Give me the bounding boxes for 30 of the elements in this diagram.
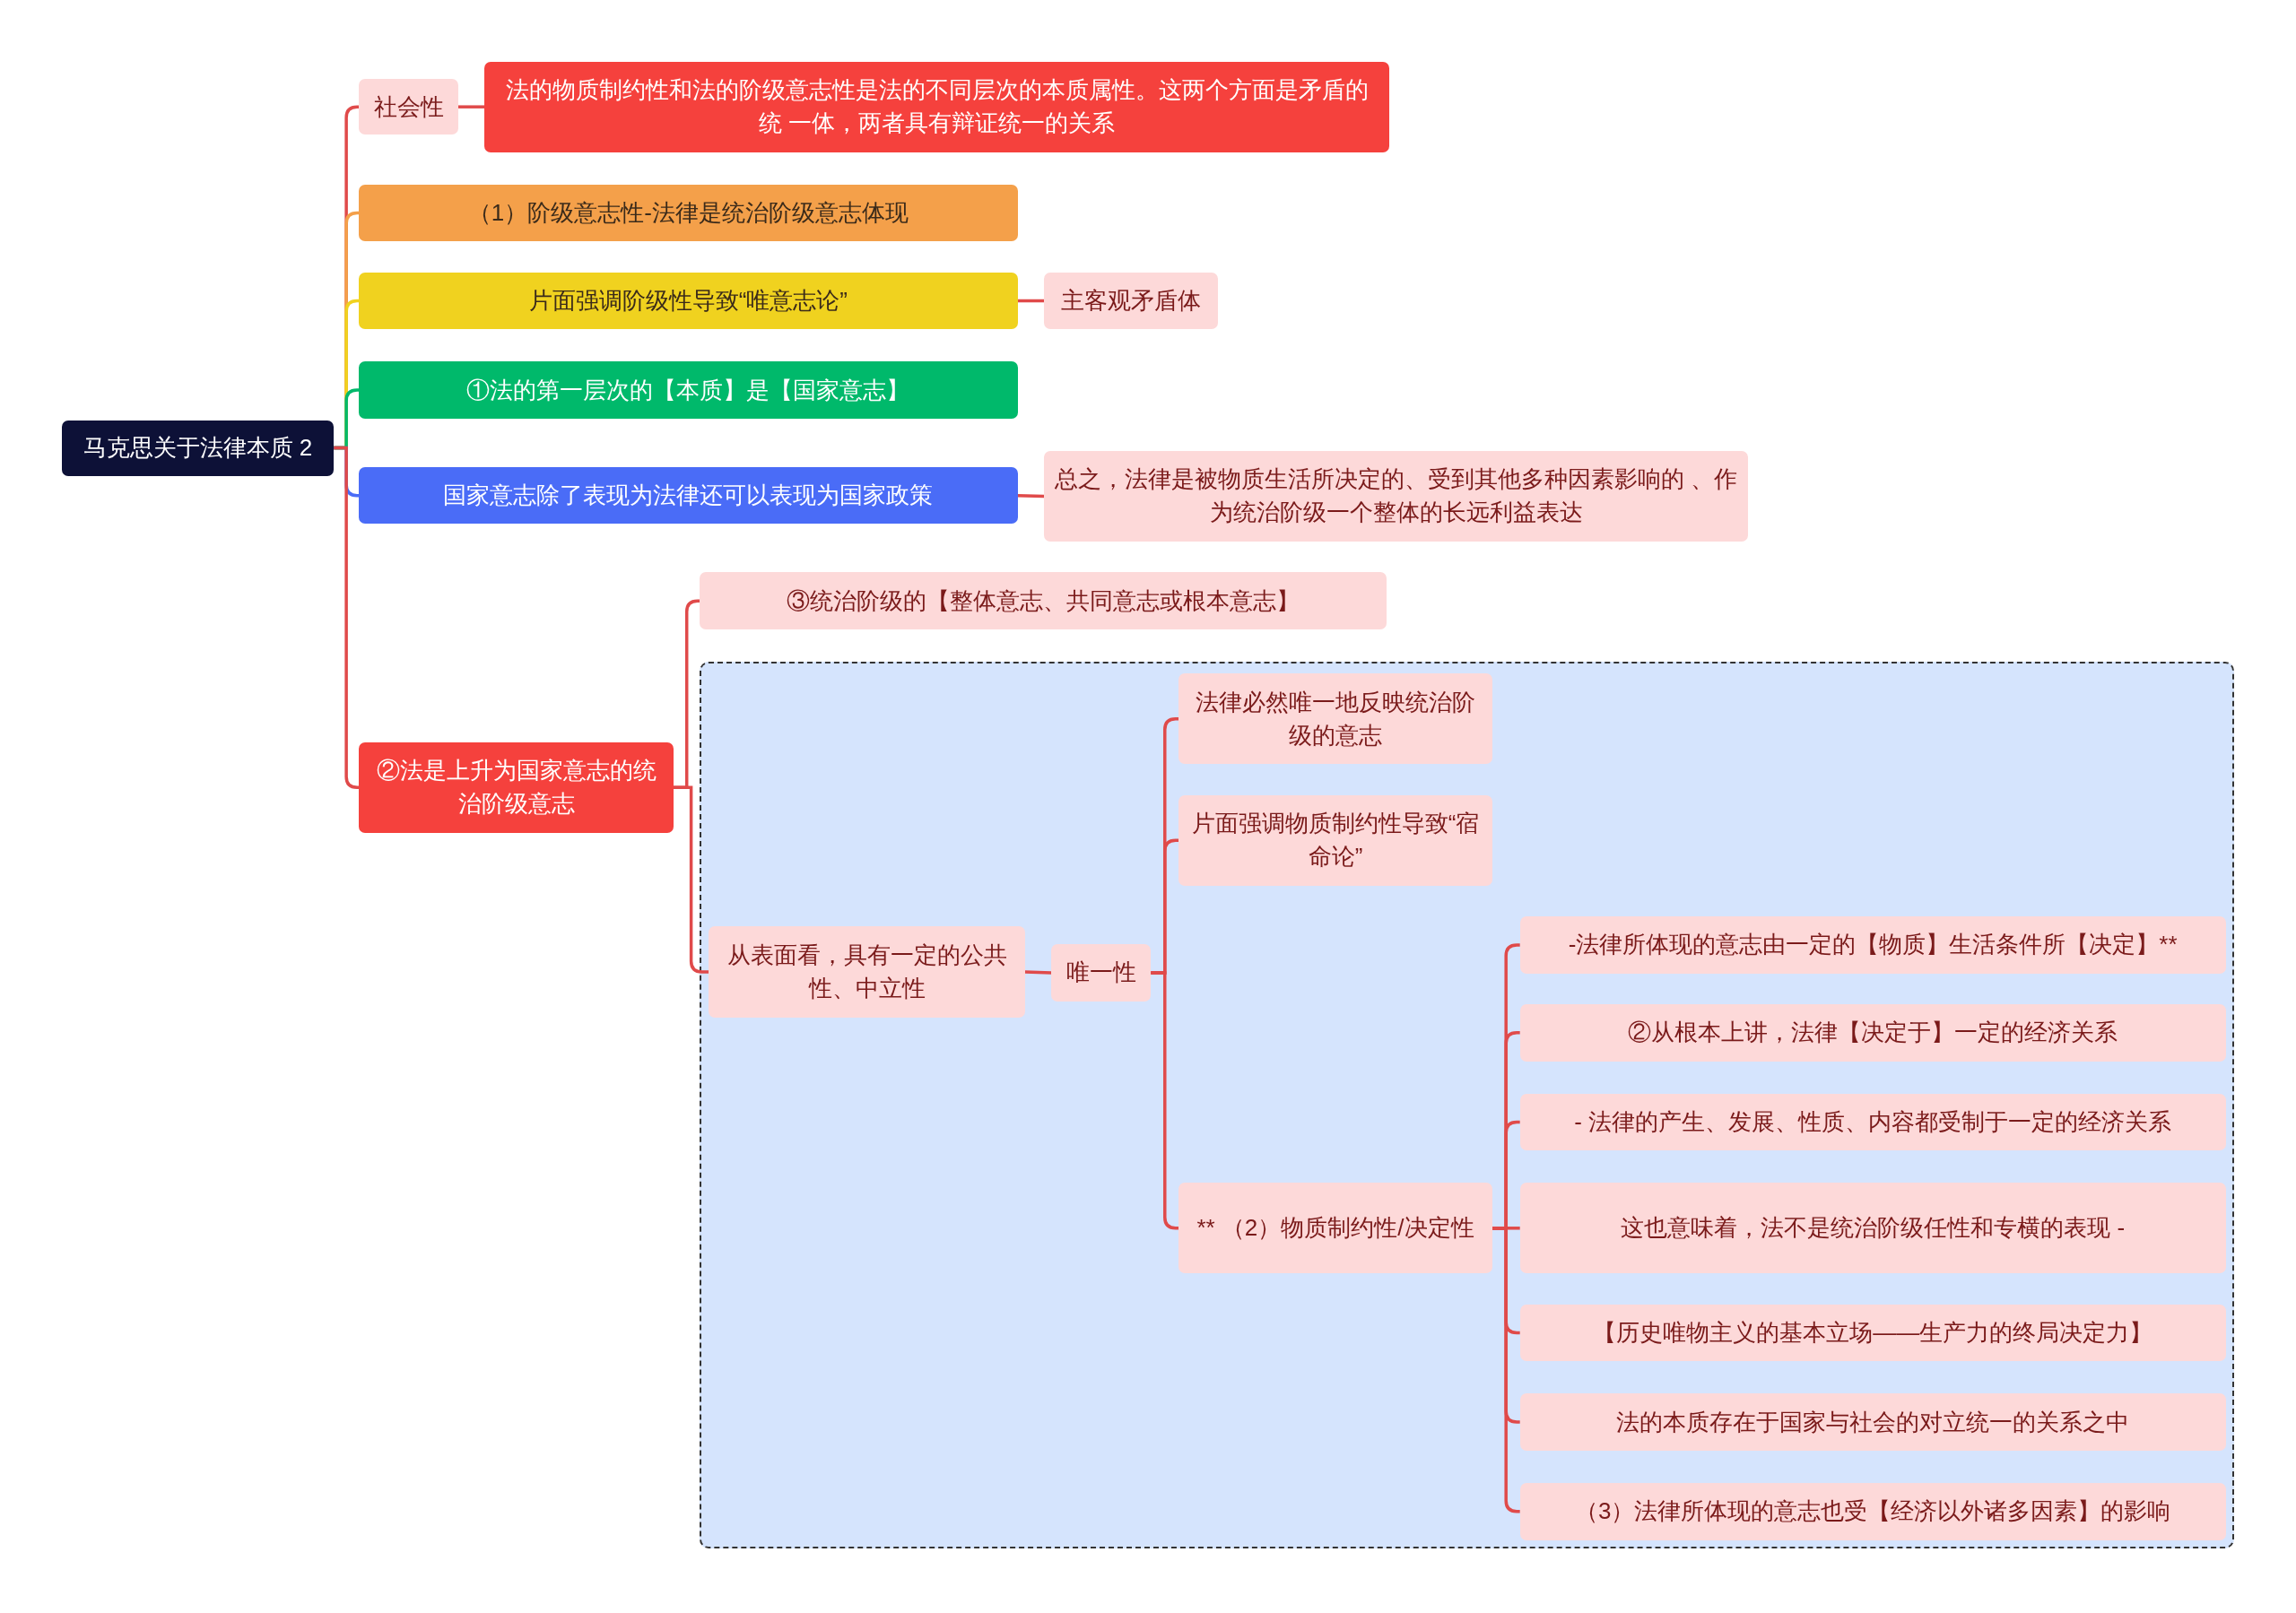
connector-line <box>674 785 709 974</box>
topic-box: 法的本质存在于国家与社会的对立统一的关系之中 <box>1519 1393 2226 1451</box>
connector-line <box>1017 493 1045 499</box>
topic-box: ②从根本上讲，法律【决定于】一定的经济关系 <box>1519 1004 2226 1062</box>
dashed-group-frame <box>700 661 2235 1549</box>
connector-line <box>458 105 485 108</box>
connector-line <box>1017 299 1045 303</box>
topic-box: 法的物质制约性和法的阶级意志性是法的不同层次的本质属性。这两个方面是矛盾的统 一体，两者具有辩证统一的关系 <box>484 61 1390 152</box>
topic-box: 从表面看，具有一定的公共性、中立性 <box>709 926 1025 1018</box>
topic-box: （1）阶级意志性-法律是统治阶级意志体现 <box>359 184 1018 242</box>
topic-box: 这也意味着，法不是统治阶级任性和专横的表现 - <box>1519 1183 2226 1274</box>
topic-box: ** （2）物质制约性/决定性 <box>1178 1183 1492 1274</box>
topic-box: -法律所体现的意志由一定的【物质】生活条件所【决定】** <box>1519 916 2226 974</box>
topic-box: 【历史唯物主义的基本立场——生产力的终局决定力】 <box>1519 1304 2226 1362</box>
connector-line <box>1024 970 1052 975</box>
topic-box: ②法是上升为国家意志的统治阶级意志 <box>359 741 674 833</box>
title-box: 马克思关于法律本质 2 <box>61 420 335 476</box>
topic-box: 法律必然唯一地反映统治阶级的意志 <box>1178 673 1492 765</box>
topic-box: ③统治阶级的【整体意志、共同意志或根本意志】 <box>700 572 1387 630</box>
topic-box: 主客观矛盾体 <box>1044 272 1219 330</box>
topic-box: （3）法律所体现的意志也受【经济以外诸多因素】的影响 <box>1519 1482 2226 1540</box>
topic-box: 总之，法律是被物质生活所决定的、受到其他多种因素影响的 、作为统治阶级一个整体的长远利益表达 <box>1044 450 1749 542</box>
connector-line <box>334 446 360 790</box>
topic-box: 社会性 <box>359 79 458 135</box>
topic-box: ①法的第一层次的【本质】是【国家意志】 <box>359 361 1018 419</box>
topic-box: 片面强调物质制约性导致“宿命论” <box>1178 794 1492 886</box>
topic-box: 唯一性 <box>1051 944 1152 1002</box>
topic-box: 片面强调阶级性导致“唯意志论” <box>359 272 1018 330</box>
topic-box: 国家意志除了表现为法律还可以表现为国家政策 <box>359 466 1018 525</box>
topic-box: - 法律的产生、发展、性质、内容都受制于一定的经济关系 <box>1519 1093 2226 1151</box>
